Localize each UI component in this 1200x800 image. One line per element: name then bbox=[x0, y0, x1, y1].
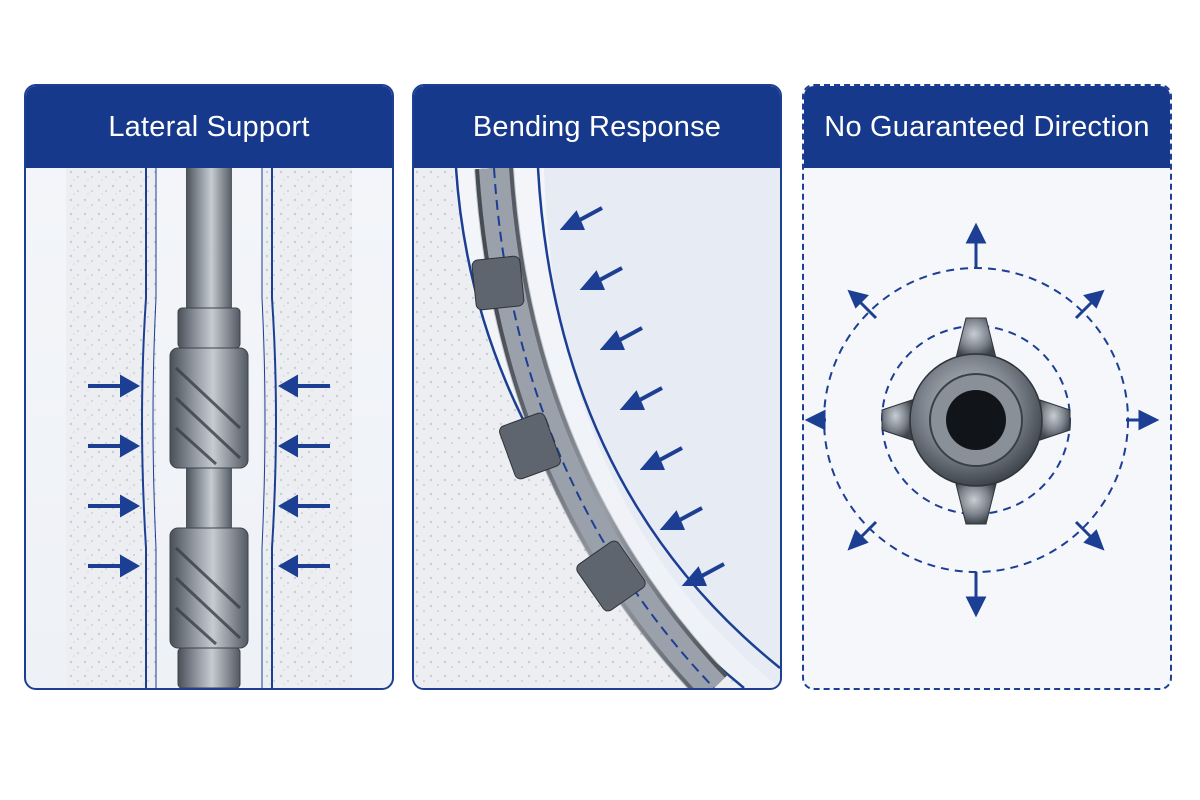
no-guaranteed-direction-illustration bbox=[804, 222, 1160, 618]
formation-inner bbox=[544, 168, 780, 688]
arrow-icon bbox=[277, 374, 330, 578]
panel-lateral-support: Lateral Support bbox=[24, 84, 394, 690]
panel-title: No Guaranteed Direction bbox=[824, 110, 1150, 143]
centralizer-blade-icon bbox=[471, 255, 646, 612]
bending-response-illustration bbox=[414, 168, 780, 688]
centralizer-blade-icon bbox=[169, 527, 249, 649]
centerline bbox=[493, 168, 715, 688]
panel-no-guaranteed-direction: No Guaranteed Direction bbox=[802, 84, 1172, 690]
panel-header: Bending Response bbox=[414, 86, 780, 168]
pipe-bore bbox=[946, 390, 1006, 450]
borehole-wall-left bbox=[141, 168, 147, 688]
panel-header: No Guaranteed Direction bbox=[804, 86, 1170, 168]
panel-title: Bending Response bbox=[472, 110, 722, 143]
formation-right bbox=[262, 168, 352, 688]
formation-outer bbox=[414, 168, 744, 688]
borehole-wall-right bbox=[271, 168, 277, 688]
lateral-support-illustration bbox=[66, 168, 352, 688]
centralizer-blade-icon bbox=[881, 317, 1071, 525]
centralizer-blade-icon bbox=[169, 347, 249, 469]
formation-left bbox=[66, 168, 156, 688]
panel-header: Lateral Support bbox=[26, 86, 392, 168]
arrow-icon bbox=[559, 206, 725, 586]
arrow-icon bbox=[804, 222, 1160, 618]
panel-title: Lateral Support bbox=[108, 110, 310, 143]
arrow-icon bbox=[88, 374, 141, 578]
panel-bending-response: Bending Response bbox=[412, 84, 782, 690]
